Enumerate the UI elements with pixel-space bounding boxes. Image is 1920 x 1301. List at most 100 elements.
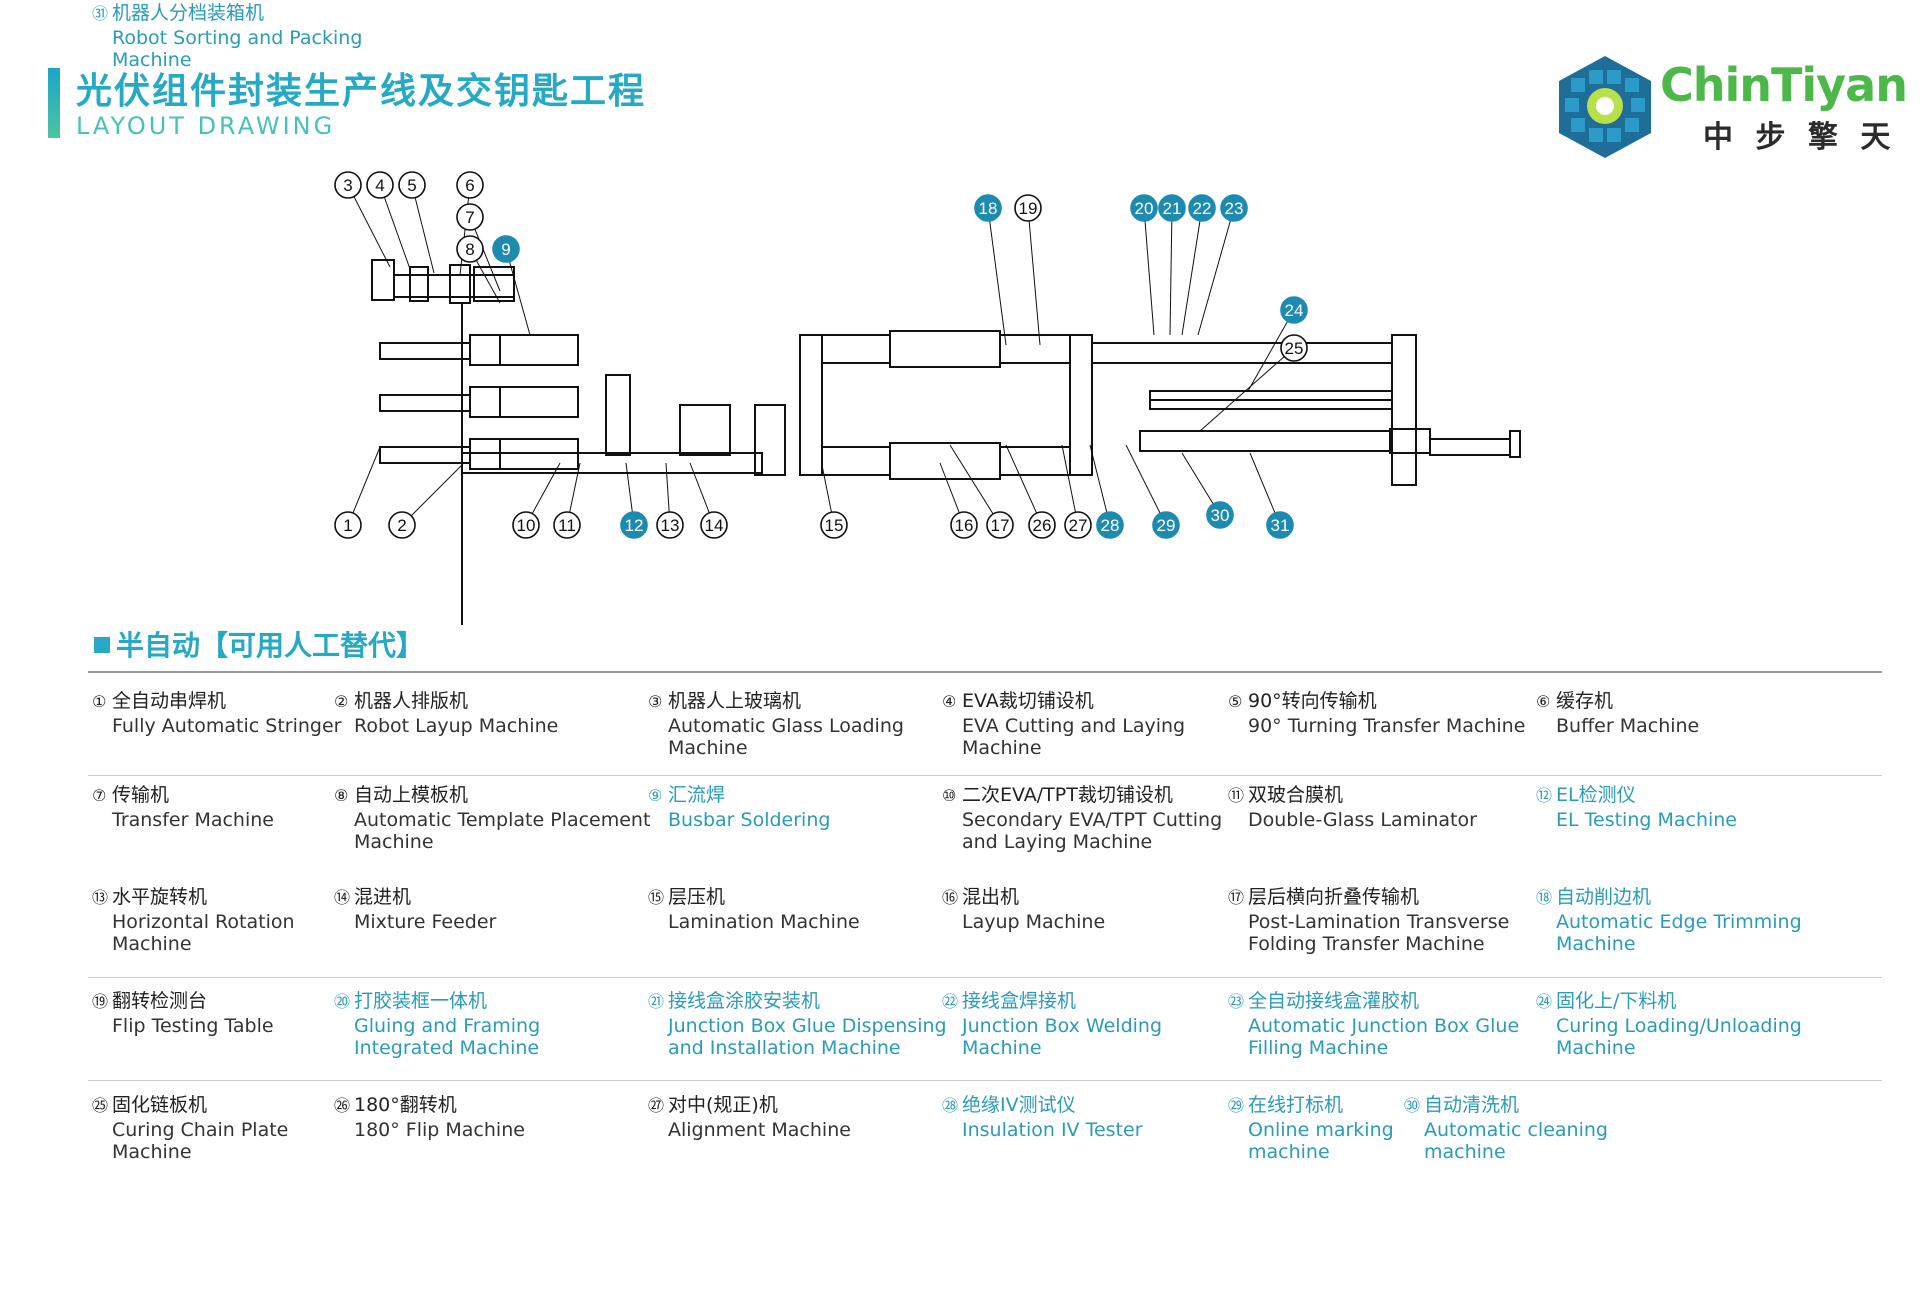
legend-item-cn-text: 接线盒焊接机: [962, 990, 1077, 1012]
legend-item-cn-text: 90°转向传输机: [1248, 690, 1377, 712]
marker-circle: [456, 203, 484, 231]
legend-item-number: ㉑: [648, 992, 665, 1011]
legend-item-en: Machine: [962, 737, 1042, 759]
legend-item-number: ⑤: [1228, 692, 1243, 711]
legend-item-number: ⑩: [942, 786, 957, 805]
legend-item-en: Junction Box Glue Dispensing: [668, 1015, 947, 1037]
legend-item-en: Machine: [1556, 933, 1636, 955]
legend-item-cn-text: 打胶装框一体机: [354, 990, 488, 1012]
legend-item-en: Machine: [112, 1141, 192, 1163]
row-divider: [88, 1080, 1882, 1081]
leader-line: [379, 184, 411, 270]
marker-label: 9: [501, 240, 510, 259]
legend-item-number: ⑰: [1228, 888, 1245, 907]
legend-item-cn-text: 固化链板机: [112, 1094, 208, 1116]
marker-6: 6: [456, 171, 484, 199]
title-accent-bar: [48, 68, 60, 138]
brand-logo: ChinTiyan 中 步 擎 天: [1555, 52, 1915, 162]
marker-11: 11: [553, 511, 581, 539]
marker-label: 26: [1033, 516, 1052, 535]
legend-item-number: ⑪: [1228, 786, 1245, 805]
marker-label: 5: [407, 176, 416, 195]
marker-label: 16: [955, 516, 974, 535]
legend-item-cn-text: 混出机: [962, 886, 1020, 908]
marker-label: 28: [1101, 516, 1120, 535]
legend-item-cn-text: 对中(规正)机: [668, 1094, 778, 1116]
legend-item-cn-text: 机器人上玻璃机: [668, 690, 802, 712]
marker-circle: [620, 511, 648, 539]
legend-item-en: Post-Lamination Transverse: [1248, 911, 1510, 933]
legend-item-cn-text: 在线打标机: [1248, 1094, 1344, 1116]
marker-circle: [1280, 334, 1308, 362]
marker-4: 4: [366, 171, 394, 199]
legend-item-en: Robot Layup Machine: [354, 715, 559, 737]
marker-label: 2: [397, 516, 406, 535]
marker-1: 1: [334, 511, 362, 539]
marker-21: 21: [1158, 194, 1186, 222]
legend-item-number: ㉚: [1404, 1096, 1421, 1115]
legend-item-cn-text: 混进机: [354, 886, 412, 908]
marker-18: 18: [974, 194, 1002, 222]
legend-item-en: Machine: [112, 933, 192, 955]
legend-item-number: ⑬: [92, 888, 109, 907]
marker-label: 21: [1163, 199, 1182, 218]
legend-item-en: Filling Machine: [1248, 1037, 1389, 1059]
legend-item-number: ⑭: [334, 888, 351, 907]
leader-line: [1181, 207, 1203, 336]
legend-item-en: Lamination Machine: [668, 911, 860, 933]
marker-5: 5: [398, 171, 426, 199]
legend-item-en: Automatic Junction Box Glue: [1248, 1015, 1520, 1037]
marker-circle: [1152, 511, 1180, 539]
marker-3: 3: [334, 171, 362, 199]
marker-label: 20: [1135, 199, 1154, 218]
marker-circle: [388, 511, 416, 539]
legend-item-number: ㉙: [1228, 1096, 1245, 1115]
section-title: 半自动【可用人工替代】: [94, 624, 424, 664]
legend-item-number: ③: [648, 692, 663, 711]
leader-line: [1199, 347, 1295, 432]
leader-line: [949, 444, 1001, 526]
marker-8: 8: [456, 235, 484, 263]
marker-24: 24: [1280, 296, 1308, 324]
legend-item-cn: ③ 机器人上玻璃机: [648, 688, 904, 715]
marker-circle: [553, 511, 581, 539]
legend-item-number: ⑦: [92, 786, 107, 805]
marker-circle: [1188, 194, 1216, 222]
legend-item-en: Automatic cleaning: [1424, 1119, 1608, 1141]
legend-item-cn-text: 自动上模板机: [354, 784, 469, 806]
legend-item-cn-text: 自动清洗机: [1424, 1094, 1520, 1116]
marker-label: 12: [625, 516, 644, 535]
marker-label: 30: [1211, 506, 1230, 525]
marker-circle: [1266, 511, 1294, 539]
legend-item-en: Mixture Feeder: [354, 911, 497, 933]
section-divider: [88, 671, 1882, 673]
legend-item-number: ㉘: [942, 1096, 959, 1115]
marker-label: 19: [1019, 199, 1038, 218]
marker-label: 31: [1271, 516, 1290, 535]
legend-item-cn-text: 缓存机: [1556, 690, 1614, 712]
legend-item-number: ⑨: [648, 786, 663, 805]
legend-item-number: ②: [334, 692, 349, 711]
